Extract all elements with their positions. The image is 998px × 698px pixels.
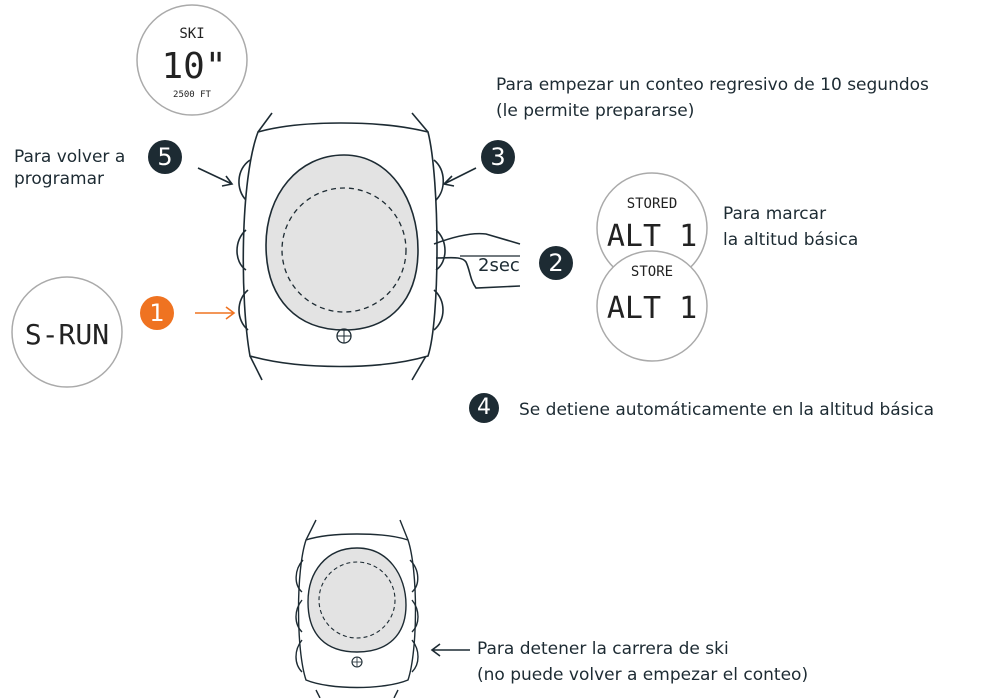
label-volver-1: Para volver a [14,147,126,167]
store-display-value: ALT 1 [607,291,697,326]
store-display: STORE ALT 1 [596,250,708,362]
stored-display-value: ALT 1 [607,219,697,254]
step-1-badge: 1 [140,296,174,330]
label-detener-1: Para detener la carrera de ski [477,639,729,659]
srun-display-value: S-RUN [25,318,109,351]
label-empezar-2: (le permite prepararse) [496,101,695,121]
stored-display-title: STORED [627,196,678,212]
arrows [197,167,477,657]
srun-display: S-RUN [11,276,123,388]
step-3-badge: 3 [481,140,515,174]
label-empezar-1: Para empezar un conteo regresivo de 10 s… [496,75,929,95]
stored-display: STORED ALT 1 [596,172,708,284]
watch-main [236,112,446,381]
watch-small [295,519,419,698]
ski-display-altitude: 2500 FT [173,90,212,100]
ski-display-value: 10" [161,46,226,87]
step-2-badge: 2 [539,246,573,280]
store-display-title: STORE [631,264,673,280]
ski-display: SKI 10" 2500 FT [136,4,248,116]
label-2sec: 2sec [478,255,520,276]
label-detiene: Se detiene automáticamente en la altitud… [519,400,934,420]
arrow-orange [195,306,236,320]
label-volver-2: programar [14,169,104,189]
step-4-badge: 4 [469,393,499,423]
label-marcar-2: la altitud básica [723,230,859,250]
ski-display-title: SKI [179,26,204,42]
hand-press [433,232,521,289]
label-detener-2: (no puede volver a empezar el conteo) [477,665,809,685]
label-marcar-1: Para marcar [723,204,827,224]
step-5-badge: 5 [148,140,182,174]
